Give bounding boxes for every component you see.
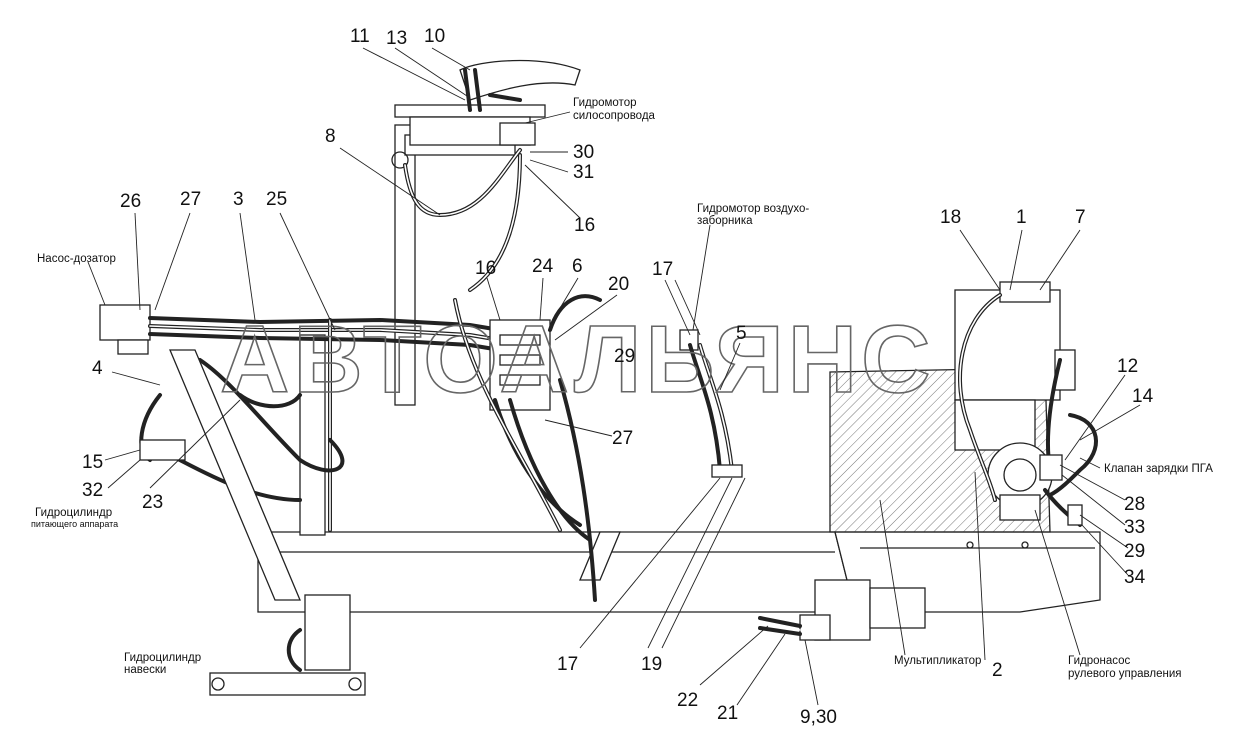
silo-hoses bbox=[403, 68, 522, 292]
pos-label: 5 bbox=[736, 323, 747, 344]
caption-cylinder-feed-line2: питающего аппарата bbox=[31, 519, 118, 529]
pos-label: 32 bbox=[82, 480, 103, 501]
air-intake-hoses bbox=[679, 329, 743, 478]
caption-hydromotor-air-line1: Гидромотор воздухо- bbox=[697, 203, 809, 215]
caption-pump-steering-line1: Гидронасос bbox=[1068, 655, 1131, 667]
pos-label: 7 bbox=[1075, 207, 1086, 228]
pos-label: 19 bbox=[641, 654, 662, 675]
pos-label: 33 bbox=[1124, 517, 1145, 538]
pos-label: 25 bbox=[266, 189, 287, 210]
pos-label: 14 bbox=[1132, 386, 1154, 407]
pos-label: 29 bbox=[614, 346, 635, 367]
pos-label: 12 bbox=[1117, 356, 1138, 377]
pos-label: 34 bbox=[1124, 567, 1146, 588]
caption-multiplier: Мультипликатор bbox=[894, 655, 981, 667]
caption-hydromotor-air-line2: заборника bbox=[697, 215, 753, 227]
feed-cylinder bbox=[139, 439, 186, 461]
pos-label: 28 bbox=[1124, 494, 1145, 515]
engine-block bbox=[829, 281, 1098, 533]
hitch-assembly bbox=[169, 349, 366, 696]
pump-dosing-unit bbox=[99, 304, 151, 355]
caption-cylinder-feed-line1: Гидроцилиндр bbox=[35, 507, 112, 519]
pos-label: 6 bbox=[572, 256, 583, 277]
pos-label: 9,30 bbox=[800, 707, 837, 728]
caption-pump-steering-line2: рулевого управления bbox=[1068, 668, 1182, 680]
pos-label: 16 bbox=[475, 258, 496, 279]
captions: Гидромотор силосопровода Гидромотор возд… bbox=[31, 97, 1213, 680]
pos-label: 11 bbox=[350, 26, 370, 47]
control-valve-block bbox=[453, 294, 602, 602]
pos-label: 10 bbox=[424, 26, 445, 47]
pos-label: 1 bbox=[1016, 207, 1027, 228]
watermark: АВТОАЛЬЯНС bbox=[220, 306, 934, 413]
pos-label: 22 bbox=[677, 690, 698, 711]
caption-hydromotor-silo-line2: силосопровода bbox=[573, 110, 656, 122]
chassis-frame bbox=[257, 531, 1101, 613]
lower-units bbox=[758, 579, 926, 641]
pos-label: 8 bbox=[325, 126, 336, 147]
silo-pipe bbox=[391, 59, 581, 169]
pos-label: 17 bbox=[557, 654, 578, 675]
caption-pump-dosing: Насос-дозатор bbox=[37, 253, 116, 265]
pos-label: 4 bbox=[92, 358, 103, 379]
pos-label: 24 bbox=[532, 256, 554, 277]
pos-label: 30 bbox=[573, 142, 594, 163]
pos-label: 13 bbox=[386, 28, 407, 49]
pos-label: 18 bbox=[940, 207, 961, 228]
pos-label: 27 bbox=[612, 428, 633, 449]
pos-label: 21 bbox=[717, 703, 738, 724]
pos-label: 17 bbox=[652, 259, 673, 280]
pos-label: 15 bbox=[82, 452, 103, 473]
position-numbers: 11 13 10 30 31 8 16 26 27 3 25 16 24 6 2… bbox=[82, 26, 1154, 728]
caption-cylinder-hitch-line2: навески bbox=[124, 664, 166, 676]
pos-label: 20 bbox=[608, 274, 629, 295]
pos-label: 31 bbox=[573, 162, 594, 183]
pos-label: 27 bbox=[180, 189, 201, 210]
pos-label: 3 bbox=[233, 189, 244, 210]
main-hose-bundle bbox=[139, 316, 502, 532]
pos-label: 2 bbox=[992, 660, 1003, 681]
caption-hydromotor-silo-line1: Гидромотор bbox=[573, 97, 637, 109]
pos-label: 16 bbox=[574, 215, 595, 236]
pos-label: 26 bbox=[120, 191, 141, 212]
leader-lines bbox=[87, 47, 1141, 706]
pos-label: 23 bbox=[142, 492, 163, 513]
caption-valve-pga: Клапан зарядки ПГА bbox=[1104, 463, 1213, 475]
caption-cylinder-hitch-line1: Гидроцилиндр bbox=[124, 652, 201, 664]
pos-label: 29 bbox=[1124, 541, 1145, 562]
